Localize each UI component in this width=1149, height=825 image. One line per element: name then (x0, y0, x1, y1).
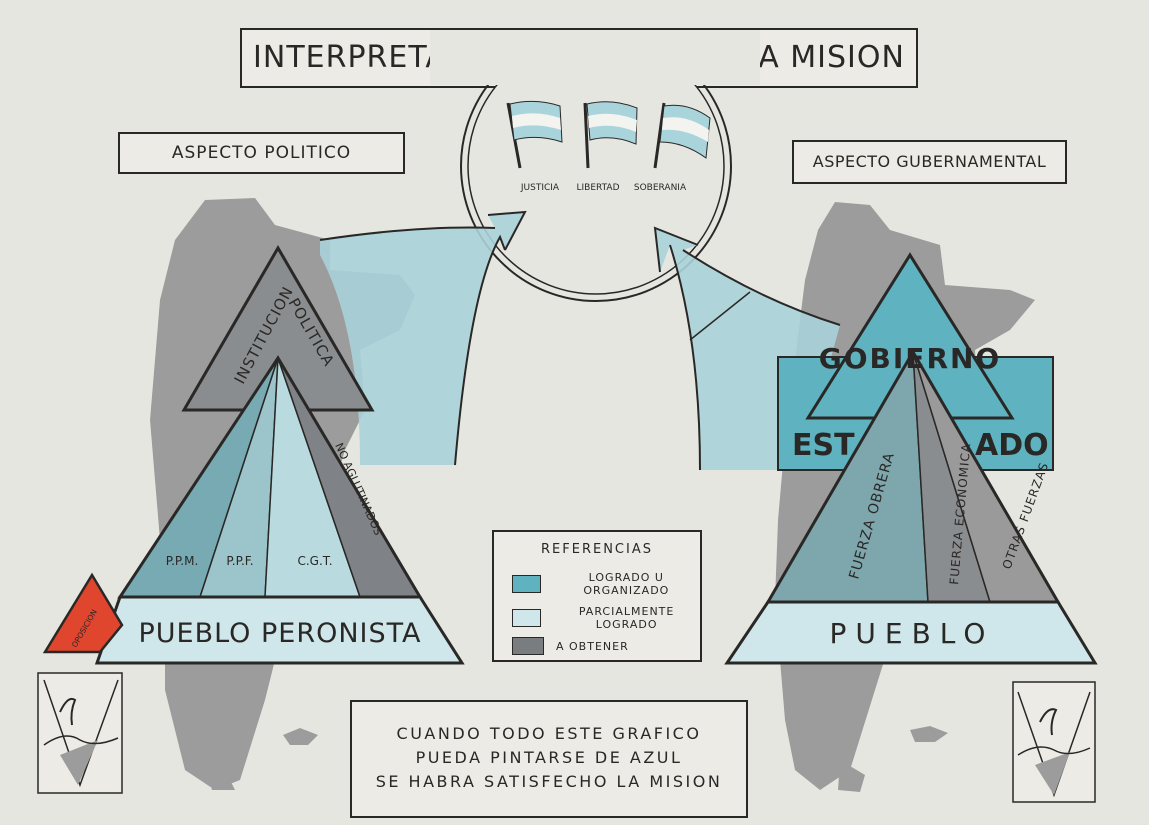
legend-swatch-achieved (512, 575, 541, 593)
flag-justicia-icon (506, 100, 563, 169)
flag-label-justicia: JUSTICIA (520, 183, 560, 193)
pueblo-text: PUEBLO (830, 617, 995, 650)
mission-line-2: PUEDA PINTARSE DE AZUL (415, 748, 683, 767)
legend-swatch-partial (512, 609, 542, 627)
legend-swatch-to-obtain (512, 637, 544, 655)
legend-item-achieved: LOGRADO U ORGANIZADO (512, 571, 700, 597)
pueblo-base (724, 600, 1098, 665)
flag-label-soberania: SOBERANIA (634, 183, 687, 193)
legend-label-to-obtain: A OBTENER (556, 639, 629, 653)
pueblo-peronista-text: PUEBLO PERONISTA (138, 618, 421, 649)
left-antarctica-inset (37, 672, 123, 794)
right-islands (838, 726, 948, 792)
oposicion-triangle (42, 572, 124, 654)
mission-line-1: CUANDO TODO ESTE GRAFICO (396, 724, 702, 743)
legend-item-partial: PARCIALMENTE LOGRADO (512, 605, 700, 631)
left-heading: ASPECTO POLITICO (118, 132, 405, 174)
left-islands (205, 728, 318, 790)
legend-title: REFERENCIAS (541, 542, 653, 557)
estado-right-text: ADO (975, 428, 1049, 463)
legend-item-to-obtain: A OBTENER (512, 636, 629, 656)
flag-soberania-icon (653, 102, 711, 169)
mission-line-3: SE HABRA SATISFECHO LA MISION (375, 772, 723, 791)
gobierno-text: GOBIERNO (819, 342, 1001, 375)
estado-left-text: EST (792, 428, 855, 463)
legend-label-achieved: LOGRADO U ORGANIZADO (583, 571, 670, 597)
flag-label-libertad: LIBERTAD (576, 183, 619, 193)
legend-label-partial: PARCIALMENTE LOGRADO (578, 605, 675, 631)
ppm-label: P.P.M. (166, 554, 199, 568)
right-antarctica-inset (1012, 681, 1096, 803)
left-arrow (320, 212, 525, 465)
mission-statement: CUANDO TODO ESTE GRAFICO PUEDA PINTARSE … (350, 700, 748, 818)
legend: REFERENCIAS LOGRADO U ORGANIZADO PARCIAL… (492, 530, 702, 662)
right-heading: ASPECTO GUBERNAMENTAL (792, 140, 1067, 184)
ppf-label: P.P.F. (226, 554, 253, 568)
cgt-label: C.G.T. (297, 554, 332, 568)
flag-libertad-icon (583, 101, 638, 169)
